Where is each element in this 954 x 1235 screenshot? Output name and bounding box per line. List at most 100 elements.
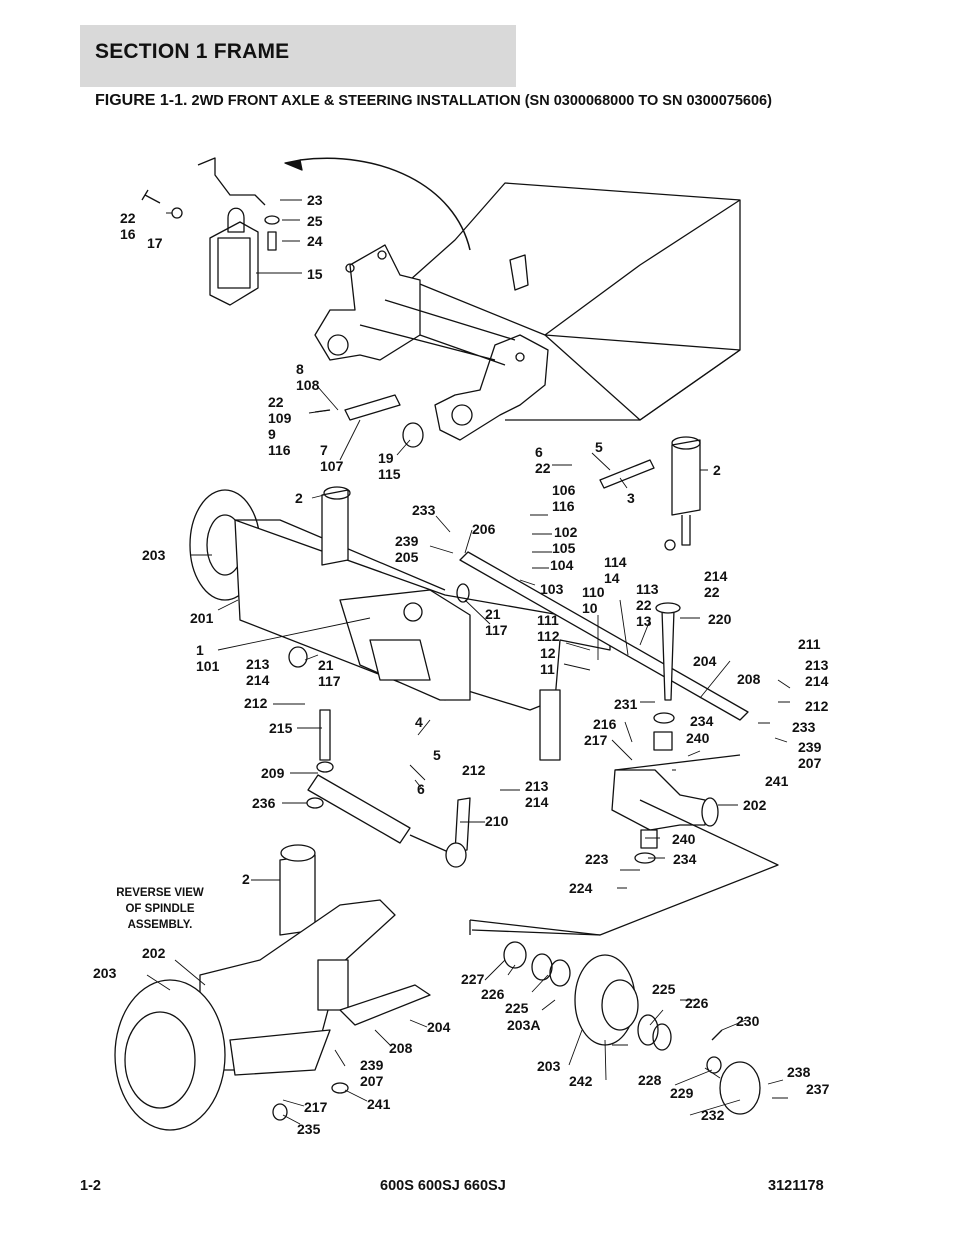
transfer-arrow (299, 157, 471, 251)
callout-236: 236 (252, 795, 276, 811)
callout-238: 238 (787, 1064, 811, 1080)
callout-211: 211 (798, 636, 821, 652)
pin-3 (599, 459, 655, 489)
bracket-loop (227, 207, 245, 233)
callout-24: 24 (307, 233, 323, 249)
callout-240-a: 240 (686, 730, 710, 746)
document-number: 3121178 (768, 1178, 824, 1194)
callout-241-b: 241 (367, 1096, 391, 1112)
cylinder-2-left (321, 489, 349, 566)
cylinder-2-right-eye (664, 539, 676, 551)
cone-226b (652, 1023, 672, 1051)
callout-231: 231 (614, 696, 638, 712)
cylinder-2-right-rod (681, 515, 691, 546)
hub-exploded-box (469, 920, 601, 936)
callout-240-b: 240 (672, 831, 696, 847)
washer-17 (171, 207, 183, 219)
pin-230 (711, 1029, 723, 1041)
callout-225-b: 225 (652, 981, 676, 997)
callout-206: 206 (472, 521, 496, 537)
spindle-reverse-block (317, 959, 349, 1011)
callout-204-top: 204 (693, 653, 717, 669)
callout-2-left: 2 (295, 490, 303, 506)
callout-234-b: 234 (673, 851, 697, 867)
frame-hole-small-2 (377, 250, 387, 260)
callout-210: 210 (485, 813, 509, 829)
note-line-2: OF SPINDLE (125, 903, 194, 915)
callout-235: 235 (297, 1121, 321, 1137)
tie-rod-reverse-204 (339, 984, 431, 1026)
callout-102: 102 (554, 524, 578, 540)
section-header-bar (80, 25, 516, 87)
callout-217-a: 217 (584, 732, 608, 748)
callout-228: 228 (638, 1072, 662, 1088)
callout-105: 105 (552, 540, 576, 556)
callout-224: 224 (569, 880, 593, 896)
cylinder-end-209 (316, 761, 334, 773)
callout-216: 216 (593, 716, 617, 732)
callout-23: 23 (307, 192, 323, 208)
cap-232 (719, 1061, 761, 1115)
frame-hole-small (345, 263, 355, 273)
bracket-clip (197, 157, 266, 206)
callout-203-b: 203 (93, 965, 117, 981)
callout-220: 220 (708, 611, 732, 627)
callout-225-a: 225 (505, 1000, 529, 1016)
callout-226-b: 226 (685, 995, 709, 1011)
frame-bracket-left (314, 244, 421, 361)
note-line-1: REVERSE VIEW (116, 887, 204, 899)
callout-201: 201 (190, 610, 214, 626)
callout-203-top: 203 (142, 547, 166, 563)
axle-beam-top (235, 519, 446, 591)
cone-226 (531, 953, 553, 981)
callout-203A: 203A (507, 1017, 540, 1033)
callout-6-bottom: 6 (417, 781, 425, 797)
bracket-block (217, 237, 251, 289)
spacer-234-a (653, 712, 675, 724)
frame-hole-right-small (515, 352, 525, 362)
bushing-21-b (288, 646, 308, 668)
seal-227 (503, 941, 527, 969)
stem-220 (661, 609, 675, 701)
transfer-arrowhead (284, 159, 303, 171)
cylinder-2-reverse (279, 854, 316, 936)
callout-208-b: 208 (389, 1040, 413, 1056)
callout-212-c: 212 (462, 762, 486, 778)
callout-217-b: 217 (304, 1099, 328, 1115)
callout-17: 17 (147, 235, 163, 251)
frame-top-plate (409, 182, 741, 336)
callout-208-a: 208 (737, 671, 761, 687)
frame-lower-edge (505, 334, 741, 421)
ring-19 (402, 422, 424, 448)
mini-bracket (509, 254, 529, 291)
page-number: 1-2 (80, 1178, 101, 1194)
callout-230: 230 (736, 1013, 760, 1029)
callout-234-a: 234 (690, 713, 714, 729)
callout-209: 209 (261, 765, 285, 781)
callout-237: 237 (806, 1081, 830, 1097)
diagram-artwork (114, 157, 779, 1131)
callout-223: 223 (585, 851, 609, 867)
leader-lines (146, 199, 791, 1125)
callout-4: 4 (415, 714, 423, 730)
callout-2-right: 2 (713, 462, 721, 478)
callout-5-bottom: 5 (433, 747, 441, 763)
reverse-view-note: REVERSE VIEW OF SPINDLE ASSEMBLY. (116, 887, 204, 931)
cylinder-2-right (671, 439, 701, 516)
washer-241-rev (331, 1082, 349, 1094)
callout-5-top: 5 (595, 439, 603, 455)
frame-bracket-right (434, 334, 549, 441)
callout-233-b: 233 (792, 719, 816, 735)
pin-215 (319, 709, 331, 761)
stem-220-head (655, 602, 681, 614)
